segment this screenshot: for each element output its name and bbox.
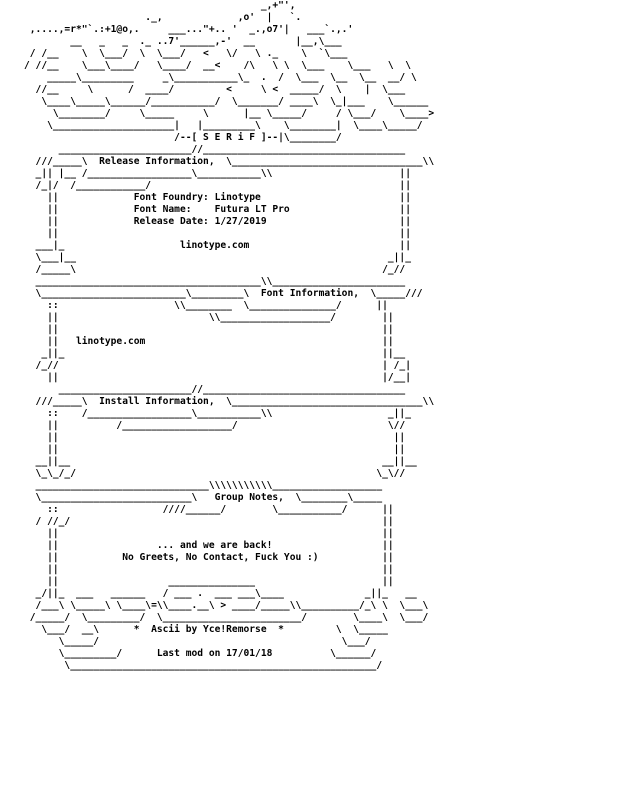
nfo-line: || ... and we are back! || (24, 540, 394, 551)
nfo-line: || Font Foundry: Linotype || (24, 192, 411, 203)
nfo-line: || Font Name: Futura LT Pro || (24, 204, 411, 215)
nfo-line: /_____/ \_________/ \___________________… (24, 612, 429, 623)
nfo-line: ___|_ linotype.com || (24, 240, 411, 251)
nfo-line: || || (24, 228, 411, 239)
nfo-line: || No Greets, No Contact, Fuck You :) || (24, 552, 394, 563)
nfo-line: || || (24, 324, 394, 335)
nfo-line: \_____________________| |_________\ \___… (24, 120, 423, 131)
nfo-line: || || (24, 564, 394, 575)
nfo-line: /_// | /_| (24, 360, 411, 371)
nfo-line: || || (24, 528, 394, 539)
nfo-line: :: /__________________\___________\\ _||… (24, 408, 411, 419)
nfo-line: || || (24, 444, 406, 455)
nfo-line: \_\_/_/ \_\// (24, 468, 406, 479)
nfo-line: \_____/ \___/ (24, 636, 371, 647)
nfo-line: _||_ ||__ (24, 348, 406, 359)
nfo-line: \_________/ Last mod on 17/01/18 \______… (24, 648, 377, 659)
nfo-line: / /__ \ \___/ \ \___/ < \/ \ ._ \ `\___ (24, 48, 348, 59)
nfo-line: \___|__ _||_ (24, 252, 411, 263)
nfo-text: _,+"', ._, ,o' | `. ,....,=r*"`.:+1@o,. … (24, 0, 435, 671)
nfo-line: _,+"', (24, 0, 296, 11)
nfo-line: || || (24, 432, 406, 443)
nfo-line: _____\_________ _\___________\_ . / \___… (24, 72, 417, 83)
nfo-line: //__ \ / ____/ < \ < _____/ \ | \___ (24, 84, 406, 95)
nfo-line: _|| |__ /__________________\___________\… (24, 168, 411, 179)
nfo-line: /--[ S E R i F ]--|\________/ (24, 132, 342, 143)
nfo-line: ______________________________\\\\\\\\\\… (24, 480, 383, 491)
nfo-line: __ _ _ ._ ..7'______,-' __ |__,\___ (24, 36, 342, 47)
nfo-line: || |/__| (24, 372, 411, 383)
nfo-line: __||__ __||__ (24, 456, 417, 467)
nfo-line: / //_/ || (24, 516, 394, 527)
nfo-line: ,....,=r*"`.:+1@o,. ___..."+.. ' _.,o7'|… (24, 24, 354, 35)
nfo-line: :: \\________ \_______________/ || (24, 300, 388, 311)
nfo-line: _______________________//_______________… (24, 384, 406, 395)
nfo-line: \________/ \_____ \ |__ \_____/ / \___/ … (24, 108, 435, 119)
nfo-line: || /___________________/ \// (24, 420, 406, 431)
nfo-line: || Release Date: 1/27/2019 || (24, 216, 411, 227)
nfo-line: /_|/ /____________/ || (24, 180, 411, 191)
nfo-line: _______________________//_______________… (24, 144, 406, 155)
nfo-line: ///_____\ Release Information, \________… (24, 156, 435, 167)
nfo-line: \_______________________________________… (24, 660, 383, 671)
nfo-line: _/||_ ___ ______ / ___ . ___ ___\____ _|… (24, 588, 417, 599)
nfo-line: \____\_____\______/___________/ \_______… (24, 96, 429, 107)
nfo-line: ._, ,o' | `. (24, 12, 302, 23)
nfo-line: \___/ __\ * Ascii by Yce!Remorse * \ \__… (24, 624, 388, 635)
nfo-line: || \\___________________/ || (24, 312, 394, 323)
nfo-line: || linotype.com || (24, 336, 394, 347)
nfo-line: || _______________ || (24, 576, 394, 587)
nfo-line: _______________________________________\… (24, 276, 406, 287)
nfo-line: /___\ \_____\ \____\=\\____.__\ > ____/_… (24, 600, 429, 611)
nfo-line: :: ////______/ \___________/ || (24, 504, 394, 515)
nfo-line: / //__ \___\____/ \____/ __< /\ \ \ \___… (24, 60, 411, 71)
nfo-line: ///_____\ Install Information, \________… (24, 396, 435, 407)
nfo-line: \__________________________\ Group Notes… (24, 492, 383, 503)
nfo-line: \_________________________\_________\ Fo… (24, 288, 423, 299)
nfo-line: /_____\ /_// (24, 264, 406, 275)
